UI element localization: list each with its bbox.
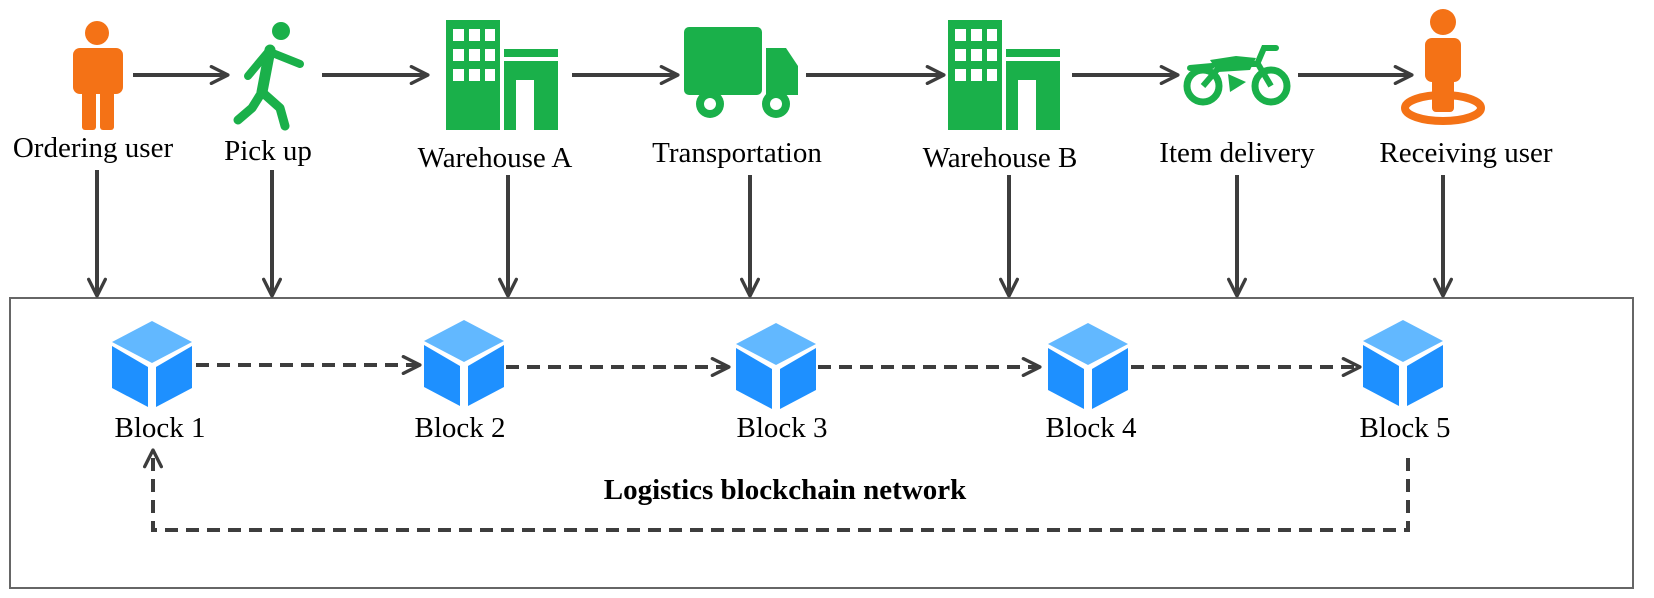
location-person-icon bbox=[1401, 9, 1485, 125]
cube-icon bbox=[736, 323, 816, 409]
block-label-1: Block 1 bbox=[114, 412, 205, 444]
node-label-pick-up: Pick up bbox=[224, 135, 312, 167]
walking-person-icon bbox=[233, 22, 304, 131]
block-label-4: Block 4 bbox=[1045, 412, 1137, 444]
cube-icon bbox=[424, 320, 504, 406]
node-label-warehouse-b: Warehouse B bbox=[923, 142, 1078, 174]
block-label-5: Block 5 bbox=[1359, 412, 1450, 444]
person-icon bbox=[73, 21, 123, 130]
cube-icon bbox=[1363, 320, 1443, 406]
node-label-receiving-user: Receiving user bbox=[1379, 137, 1552, 169]
motorcycle-icon bbox=[1183, 45, 1291, 106]
chain-link-arrows bbox=[143, 355, 1410, 532]
record-arrows bbox=[86, 170, 1453, 298]
blockchain-network-frame bbox=[9, 297, 1634, 589]
blocks-group bbox=[112, 320, 1443, 409]
node-label-ordering-user: Ordering user bbox=[13, 132, 174, 164]
truck-icon bbox=[684, 27, 798, 118]
warehouse-icon bbox=[446, 20, 558, 130]
node-label-warehouse-a: Warehouse A bbox=[418, 142, 573, 174]
warehouse-icon bbox=[948, 20, 1060, 130]
network-title: Logistics blockchain network bbox=[604, 474, 967, 506]
block-label-2: Block 2 bbox=[414, 412, 505, 444]
node-label-transportation: Transportation bbox=[652, 137, 822, 169]
block-label-3: Block 3 bbox=[736, 412, 827, 444]
cube-icon bbox=[1048, 323, 1128, 409]
node-label-item-delivery: Item delivery bbox=[1159, 137, 1315, 169]
cube-icon bbox=[112, 321, 192, 407]
chain-loop-back bbox=[143, 448, 1410, 532]
